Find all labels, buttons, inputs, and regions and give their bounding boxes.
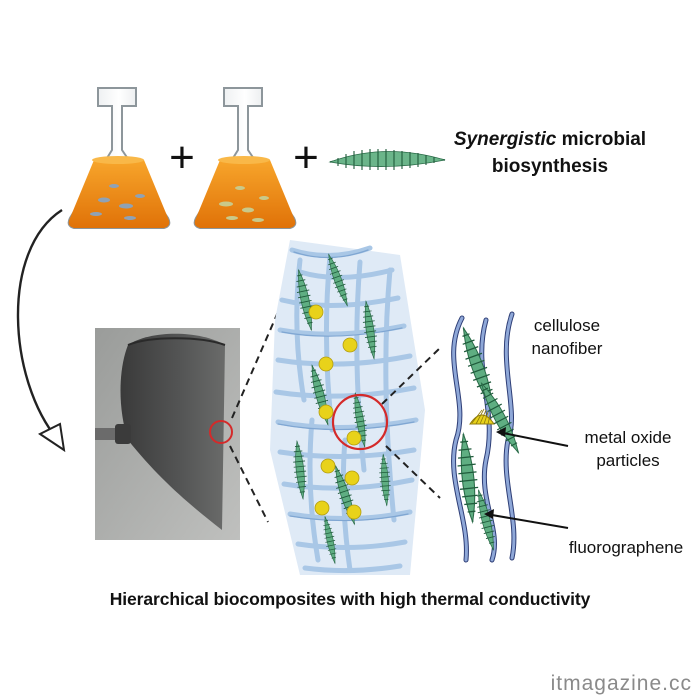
plus-icon: + xyxy=(293,133,319,182)
sample-photo xyxy=(95,328,240,540)
synthesis-rest: microbial xyxy=(561,129,647,150)
label-cellulose-line2: nanofiber xyxy=(531,339,603,358)
plus-icon: + xyxy=(169,133,195,182)
detail-view xyxy=(451,311,527,563)
label-metal-line2: particles xyxy=(596,451,660,470)
watermark: itmagazine.cc xyxy=(550,672,692,695)
label-cellulose-line1: cellulose xyxy=(533,316,601,335)
flask-icon xyxy=(67,87,171,229)
fluorographene-ribbon xyxy=(328,149,446,170)
pointer-arrow xyxy=(496,427,506,437)
zoom-line xyxy=(229,445,269,523)
pointer-arrow xyxy=(485,513,569,529)
label-fluorographene: fluorographene xyxy=(568,538,684,557)
zoom-line xyxy=(385,445,441,499)
metal-oxide-particle xyxy=(469,408,495,425)
arrow-curve-icon xyxy=(16,208,66,453)
synthesis-line2: biosynthesis xyxy=(491,156,609,177)
label-metal-line1: metal oxide xyxy=(584,428,672,447)
flask-icon xyxy=(193,87,297,229)
label-cellulose: cellulose nanofiber xyxy=(512,314,622,360)
synthesis-title: Synergistic microbial biosynthesis xyxy=(440,126,660,180)
synthesis-emphasis: Synergistic xyxy=(453,129,557,150)
figure-caption: Hierarchical biocomposites with high the… xyxy=(109,589,591,609)
zoom-line xyxy=(231,311,279,419)
label-metal-oxide: metal oxide particles xyxy=(566,426,690,472)
composite-network xyxy=(270,240,425,575)
zoom-line xyxy=(381,347,441,405)
pointer-arrow xyxy=(484,509,494,519)
pointer-arrow xyxy=(497,431,569,447)
